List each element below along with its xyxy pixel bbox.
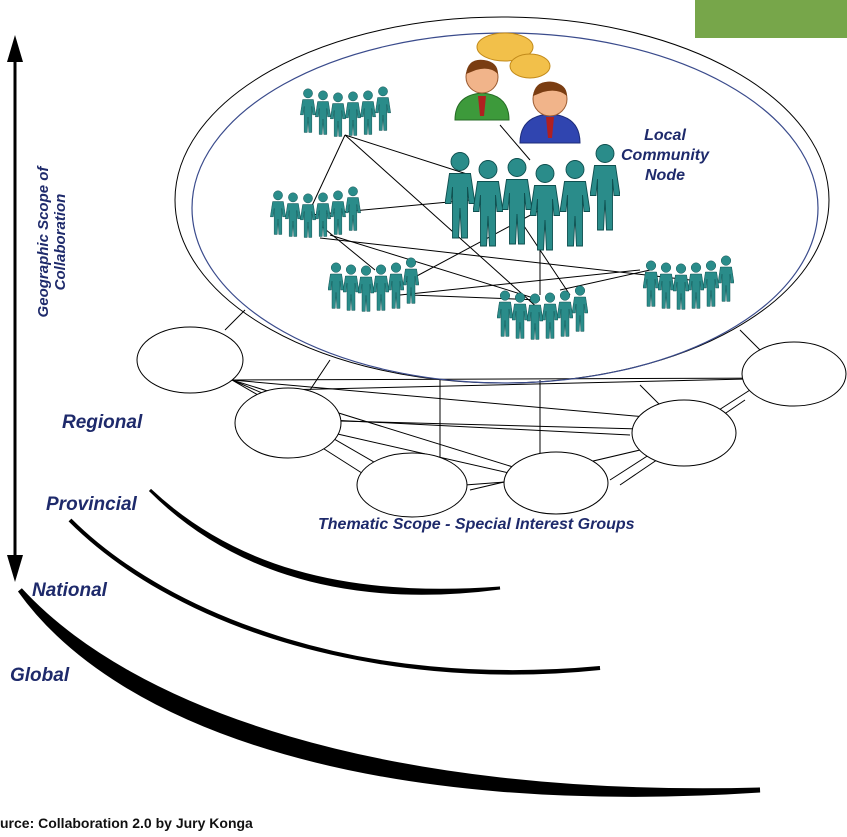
geographic-scope-line1: Geographic Scope of — [35, 166, 52, 318]
people-chain-icon — [270, 86, 734, 340]
scale-label-global: Global — [10, 665, 70, 686]
regional-node-4 — [503, 451, 609, 515]
header-green-tab — [695, 0, 847, 38]
scale-label-regional: Regional — [62, 412, 143, 433]
local-network-lines — [309, 124, 691, 311]
source-caption: urce: Collaboration 2.0 by Jury Konga — [0, 815, 253, 831]
arc-global — [17, 588, 761, 797]
local-node-line1: Local Community — [621, 127, 709, 164]
regional-node-2 — [234, 387, 342, 459]
scale-arcs — [17, 488, 761, 797]
arc-provincial — [148, 488, 501, 595]
regional-nodes — [136, 326, 847, 518]
regional-node-6 — [741, 341, 847, 407]
local-node-line2: Node — [645, 167, 685, 184]
regional-node-5 — [631, 399, 737, 467]
geographic-scope-line2: Collaboration — [52, 193, 69, 291]
scale-label-provincial: Provincial — [46, 494, 137, 515]
arc-national — [68, 518, 601, 675]
local-community-node-label: Local Community Node — [600, 126, 730, 186]
regional-node-3 — [356, 452, 468, 518]
scale-label-national: National — [32, 580, 107, 601]
geographic-scope-label: Geographic Scope of Collaboration — [35, 132, 69, 352]
double-arrow-icon — [7, 35, 23, 582]
regional-node-1 — [136, 326, 244, 394]
user-pair-chat-icon — [454, 32, 581, 144]
thematic-scope-label: Thematic Scope - Special Interest Groups — [318, 516, 635, 533]
